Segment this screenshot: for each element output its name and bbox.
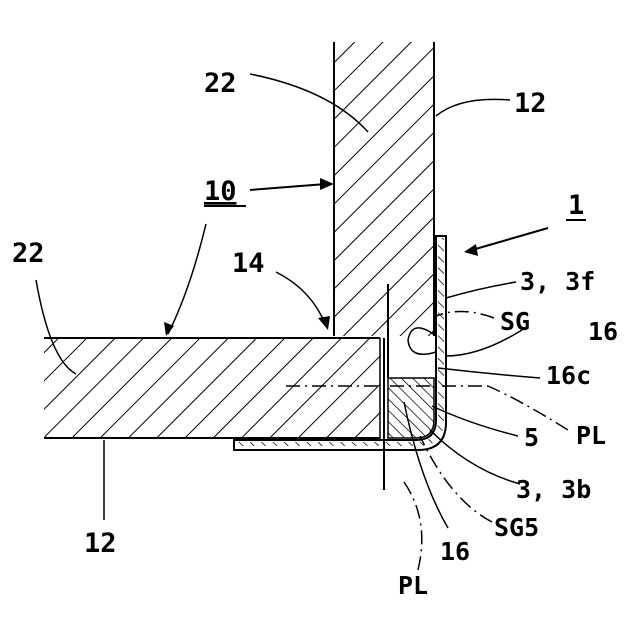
label-top-12: 12 xyxy=(514,88,547,119)
label-ref-16c: 16c xyxy=(546,361,591,390)
label-ref-3-3f: 3, 3f xyxy=(520,267,595,296)
label-ref-16-bottom: 16 xyxy=(440,537,470,566)
label-left-22: 22 xyxy=(12,238,45,269)
label-ref-3-3b: 3, 3b xyxy=(516,475,591,504)
label-ref-5: 5 xyxy=(524,423,539,452)
label-ref-1: 1 xyxy=(568,190,584,221)
vertical-panel xyxy=(334,42,434,336)
horizontal-panel xyxy=(44,338,380,438)
label-ref-14: 14 xyxy=(232,248,265,279)
label-ref-sg: SG xyxy=(500,307,530,336)
label-ref-12-bottom: 12 xyxy=(84,528,117,559)
corner-piece-5 xyxy=(388,378,434,438)
labels: 22 12 10 1 22 14 3, 3f SG 16 16c PL 5 3,… xyxy=(12,68,618,600)
label-ref-sg5: SG5 xyxy=(494,513,539,542)
label-ref-pl-right: PL xyxy=(576,421,606,450)
label-ref-pl-bottom: PL xyxy=(398,571,428,600)
label-ref-16-right: 16 xyxy=(588,317,618,346)
label-ref-10: 10 xyxy=(204,176,237,207)
label-top-22: 22 xyxy=(204,68,237,99)
leader-lines xyxy=(36,74,568,570)
